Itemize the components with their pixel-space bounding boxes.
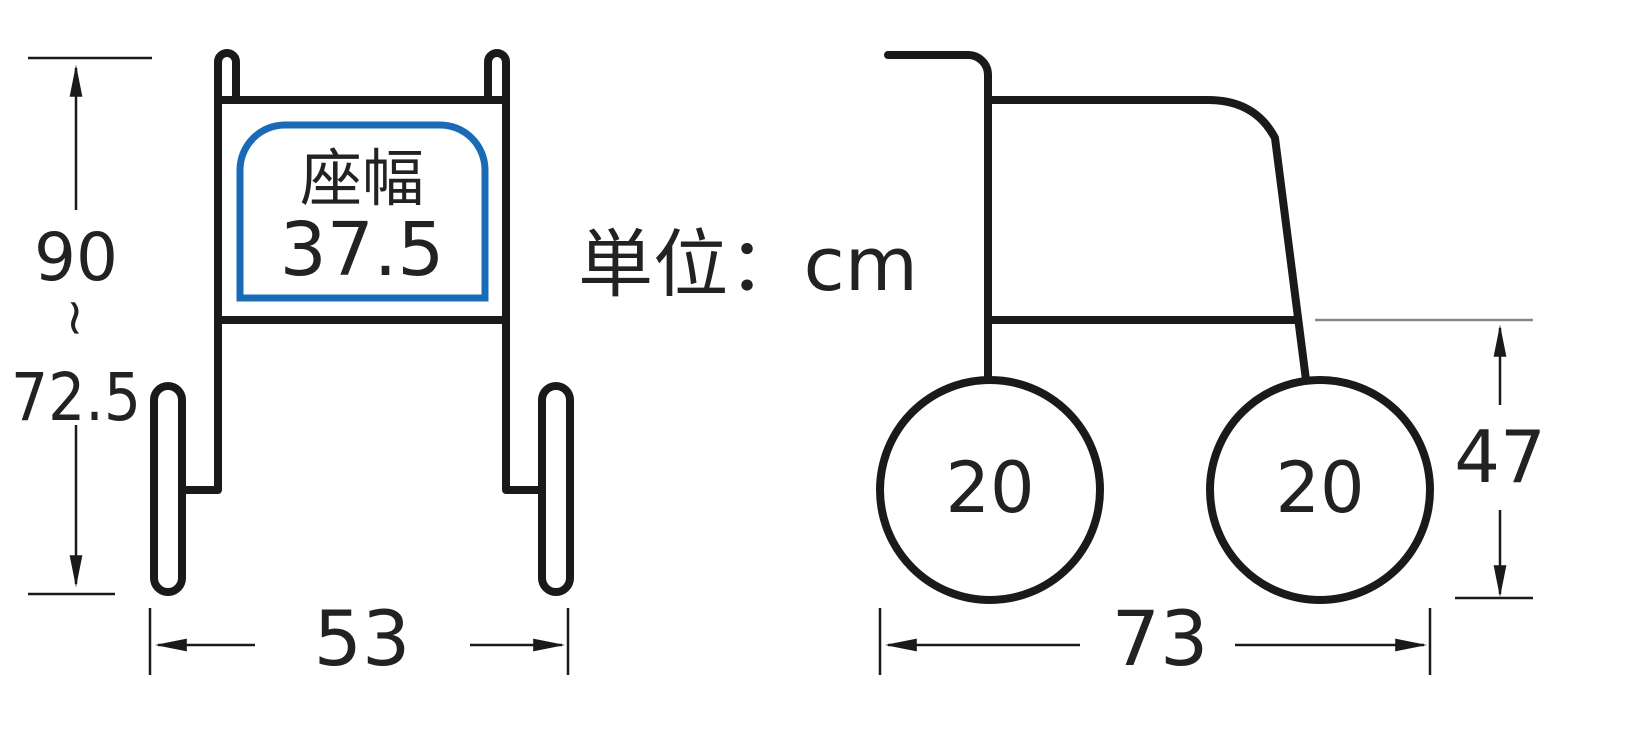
side-length-dimension: 73 — [878, 594, 1432, 683]
height-max-label: 90 — [34, 219, 118, 296]
rear-wheel — [1206, 376, 1434, 604]
overall-width-label: 53 — [314, 594, 411, 683]
front-width-dimension: 53 — [148, 594, 570, 683]
side-view-frame: 20 20 — [876, 51, 1434, 604]
front-wheel — [876, 376, 1104, 604]
unit-label: 単位：cm — [578, 222, 918, 308]
seat-width-label: 座幅 — [300, 142, 424, 215]
seat-width-box — [236, 121, 489, 302]
height-min-label: 72.5 — [11, 359, 141, 436]
front-view-frame: 座幅 37.5 — [150, 49, 574, 596]
overall-length-label: 73 — [1112, 594, 1209, 683]
rear-wheel-size: 20 — [1275, 447, 1364, 529]
height-range-separator: ~ — [47, 297, 105, 339]
front-wheel-size: 20 — [945, 447, 1034, 529]
seat-height-label: 47 — [1454, 415, 1546, 499]
front-height-dimension: 90 ~ 72.5 — [11, 56, 152, 596]
seat-height-dimension: 47 — [1315, 318, 1546, 600]
seat-width-value: 37.5 — [280, 207, 445, 293]
